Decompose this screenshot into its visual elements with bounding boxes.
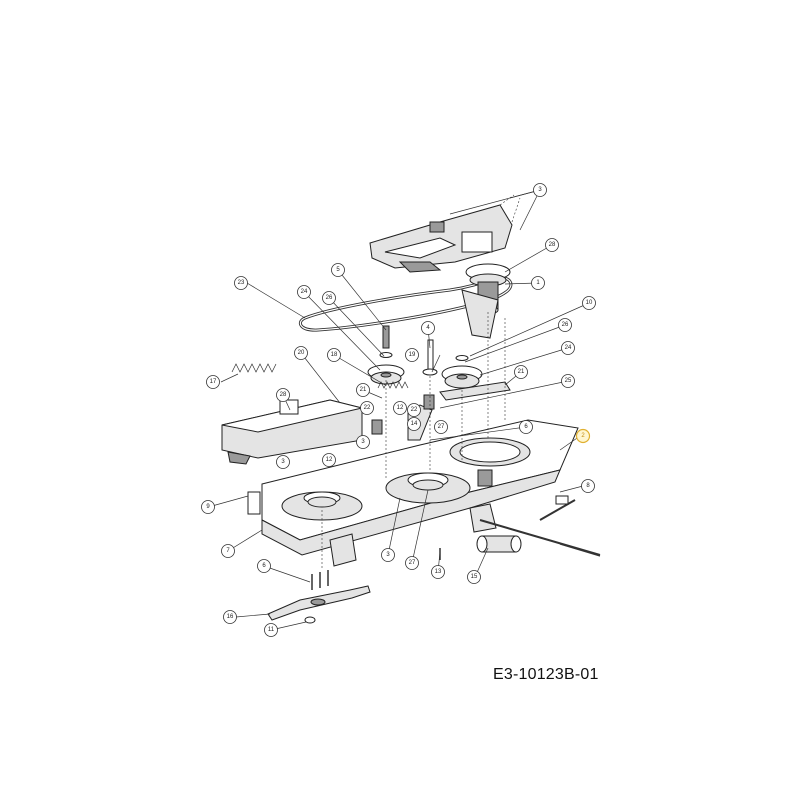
callout-13: 13 (431, 565, 445, 579)
callout-12: 12 (393, 401, 407, 415)
callout-12: 12 (322, 453, 336, 467)
callout-3: 3 (533, 183, 547, 197)
callout-2: 2 (575, 428, 591, 444)
drive-belt (298, 275, 513, 332)
callout-label: 6 (262, 563, 266, 569)
callout-26: 26 (558, 318, 572, 332)
callout-label: 24 (565, 345, 572, 351)
callout-label: 16 (227, 614, 234, 620)
spindle-bolts (311, 548, 441, 590)
callout-label: 20 (298, 350, 305, 356)
callout-16: 16 (223, 610, 237, 624)
callout-label: 2 (581, 433, 585, 439)
callout-9: 9 (201, 500, 215, 514)
callout-11: 11 (264, 623, 278, 637)
callout-label: 3 (281, 459, 285, 465)
callout-21: 21 (514, 365, 528, 379)
mower-deck (247, 419, 579, 567)
callout-label: 14 (411, 421, 418, 427)
callout-22: 22 (407, 403, 421, 417)
callout-label: 21 (360, 387, 367, 393)
callout-20: 20 (294, 346, 308, 360)
left-deflector (221, 399, 363, 465)
callout-label: 4 (426, 325, 430, 331)
callout-label: 10 (586, 300, 593, 306)
callout-label: 21 (518, 369, 525, 375)
callout-25: 25 (561, 374, 575, 388)
callout-24: 24 (297, 285, 311, 299)
callout-label: 23 (238, 280, 245, 286)
callout-label: 28 (280, 392, 287, 398)
callout-1: 1 (531, 276, 545, 290)
callout-label: 11 (268, 627, 275, 633)
assembly-lines (321, 312, 506, 570)
callout-6: 6 (257, 559, 271, 573)
callout-label: 27 (438, 424, 445, 430)
callout-label: 18 (331, 352, 338, 358)
callout-21: 21 (356, 383, 370, 397)
callout-label: 17 (210, 379, 217, 385)
callout-label: 28 (549, 242, 556, 248)
callout-22: 22 (360, 401, 374, 415)
idler-spring (377, 381, 409, 389)
engine-pulley (461, 263, 511, 339)
callout-7: 7 (221, 544, 235, 558)
callout-27: 27 (405, 556, 419, 570)
callout-label: 6 (524, 424, 528, 430)
callout-17: 17 (206, 375, 220, 389)
callout-28: 28 (545, 238, 559, 252)
idler-pulley-left (367, 325, 405, 385)
callout-14: 14 (407, 417, 421, 431)
callout-label: 26 (326, 295, 333, 301)
callout-8: 8 (581, 479, 595, 493)
callout-label: 25 (565, 378, 572, 384)
idler-pulley-right (439, 355, 511, 401)
callout-5: 5 (331, 263, 345, 277)
lift-rod (479, 495, 601, 557)
callout-label: 27 (409, 560, 416, 566)
callout-label: 22 (411, 407, 418, 413)
callout-label: 24 (301, 289, 308, 295)
callout-label: 12 (397, 405, 404, 411)
callout-label: 19 (409, 352, 416, 358)
callout-10: 10 (582, 296, 596, 310)
callout-label: 3 (386, 552, 390, 558)
callout-15: 15 (467, 570, 481, 584)
callout-label: 7 (226, 548, 230, 554)
callout-label: 9 (206, 504, 210, 510)
callout-3: 3 (276, 455, 290, 469)
callout-6: 6 (519, 420, 533, 434)
gauge-roller (476, 535, 522, 553)
drawing-code: E3-10123B-01 (493, 666, 599, 683)
callout-label: 15 (471, 574, 478, 580)
callout-27: 27 (434, 420, 448, 434)
callout-26: 26 (322, 291, 336, 305)
callout-label: 8 (586, 483, 590, 489)
callout-23: 23 (234, 276, 248, 290)
leader-lines (211, 189, 590, 631)
callout-4: 4 (421, 321, 435, 335)
callout-18: 18 (327, 348, 341, 362)
callout-3: 3 (356, 435, 370, 449)
callout-label: 3 (361, 439, 365, 445)
callout-label: 13 (435, 569, 442, 575)
callout-label: 1 (536, 280, 540, 286)
callout-3: 3 (381, 548, 395, 562)
callout-label: 5 (336, 267, 340, 273)
mower-blade (267, 585, 371, 624)
callout-label: 22 (364, 405, 371, 411)
belt-cover (369, 194, 521, 273)
callout-label: 3 (538, 187, 542, 193)
callout-24: 24 (561, 341, 575, 355)
callout-28: 28 (276, 388, 290, 402)
tension-spring (231, 363, 277, 373)
callout-label: 26 (562, 322, 569, 328)
callout-19: 19 (405, 348, 419, 362)
callout-label: 12 (326, 457, 333, 463)
